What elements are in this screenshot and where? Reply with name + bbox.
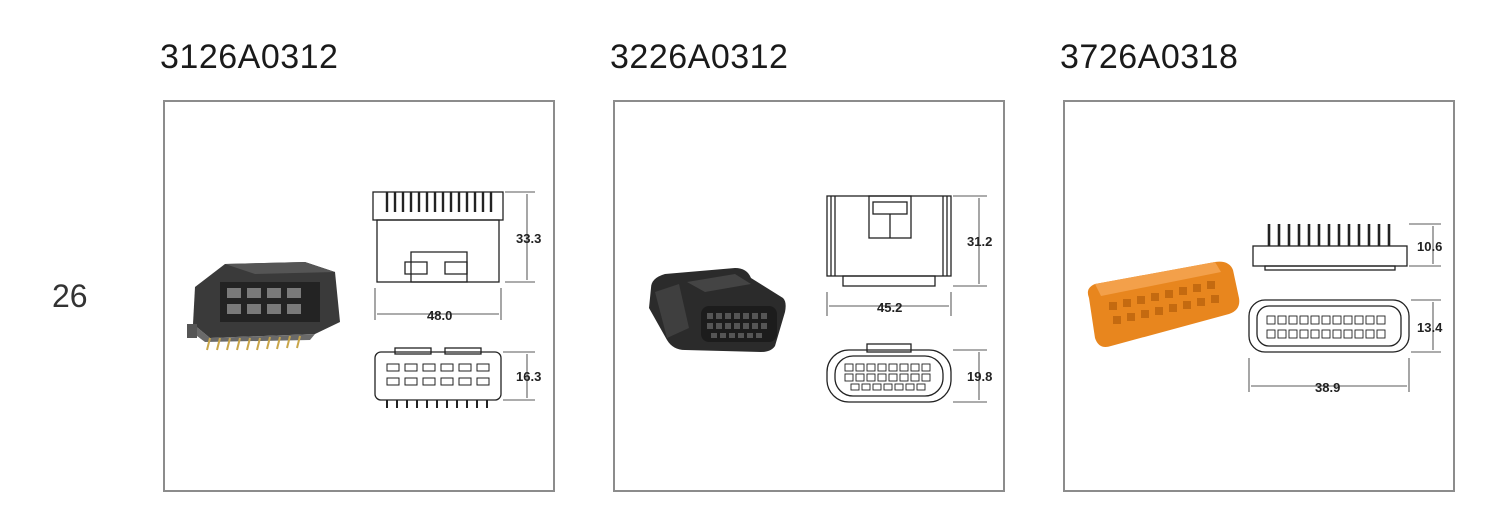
product-panel-2: 31.2 45.2 19.8	[613, 100, 1005, 492]
dim-height-3: 10.6	[1417, 239, 1442, 254]
dim-width-3: 38.9	[1315, 380, 1340, 395]
front-view-drawing-3	[1248, 299, 1441, 392]
front-view-drawing-2	[826, 343, 987, 403]
dim-depth-1: 16.3	[516, 369, 541, 384]
side-view-drawing-1	[372, 191, 535, 320]
part-number-1: 3126A0312	[160, 38, 339, 76]
product-panel-3: 10.6 13.	[1063, 100, 1455, 492]
dim-depth-3: 13.4	[1417, 320, 1443, 335]
front-view-drawing-1	[374, 347, 535, 408]
part-number-3: 3726A0318	[1060, 38, 1239, 76]
part-number-2: 3226A0312	[610, 38, 789, 76]
dim-height-2: 31.2	[967, 234, 992, 249]
dim-width-2: 45.2	[877, 300, 902, 315]
side-view-drawing-2	[826, 195, 987, 316]
dim-height-1: 33.3	[516, 231, 541, 246]
connector-photo-1	[187, 262, 340, 351]
position-count: 26	[52, 278, 88, 314]
dim-width-1: 48.0	[427, 308, 452, 323]
connector-photo-2	[649, 268, 786, 352]
product-panel-1: 33.3 48.0	[163, 100, 555, 492]
dim-depth-2: 19.8	[967, 369, 992, 384]
side-view-drawing-3	[1252, 223, 1441, 271]
connector-photo-3	[1087, 261, 1240, 347]
